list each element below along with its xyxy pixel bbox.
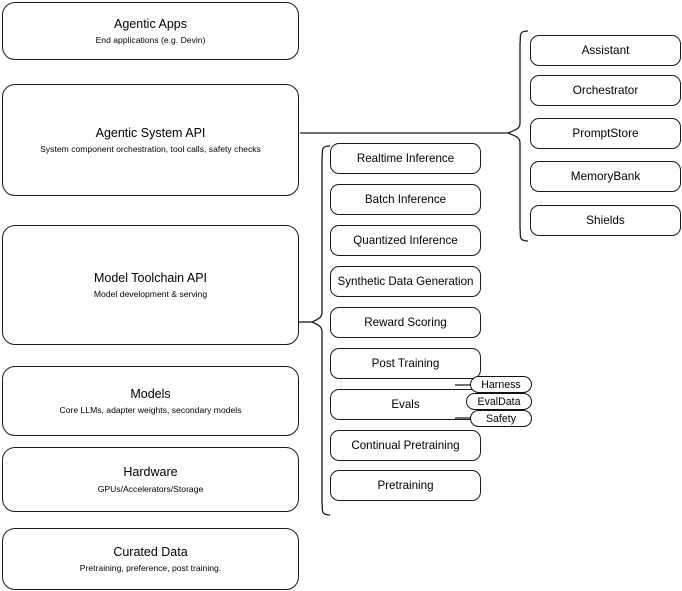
capability-continual-pretraining[interactable]: Continual Pretraining xyxy=(330,430,481,461)
evals-badge-label: Harness xyxy=(481,378,521,391)
evals-badge-label: Safety xyxy=(485,412,517,425)
stack-layer-title: Agentic Apps xyxy=(114,16,187,31)
stack-layer-subtitle: Pretraining, preference, post training. xyxy=(79,563,222,574)
capability-label: Pretraining xyxy=(377,478,434,492)
component-memorybank[interactable]: MemoryBank xyxy=(530,161,681,192)
capability-evals[interactable]: Evals xyxy=(330,389,481,420)
capability-post-training[interactable]: Post Training xyxy=(330,348,481,379)
component-promptstore[interactable]: PromptStore xyxy=(530,118,681,149)
stack-layer-subtitle: Model development & serving xyxy=(93,289,208,300)
stack-layer-title: Agentic System API xyxy=(95,125,206,140)
evals-badge-safety[interactable]: Safety xyxy=(470,410,532,427)
component-shields[interactable]: Shields xyxy=(530,205,681,236)
component-orchestrator[interactable]: Orchestrator xyxy=(530,75,681,106)
capability-label: Reward Scoring xyxy=(364,315,447,329)
capability-pretraining[interactable]: Pretraining xyxy=(330,470,481,501)
capability-label: Post Training xyxy=(371,356,440,370)
component-label: Shields xyxy=(586,212,625,227)
component-label: Orchestrator xyxy=(572,82,639,97)
brace-agentic-system-components xyxy=(506,30,529,242)
stack-layer-agentic-apps[interactable]: Agentic Apps End applications (e.g. Devi… xyxy=(2,2,299,60)
capability-label: Batch Inference xyxy=(364,192,447,206)
capability-synthetic-data-generation[interactable]: Synthetic Data Generation xyxy=(330,266,481,297)
capability-label: Quantized Inference xyxy=(353,233,458,247)
component-label: MemoryBank xyxy=(570,168,641,183)
capability-realtime-inference[interactable]: Realtime Inference xyxy=(330,143,481,174)
stack-layer-title: Hardware xyxy=(123,465,178,480)
brace-toolchain-capabilities xyxy=(310,145,331,516)
capability-label: Continual Pretraining xyxy=(351,438,460,452)
evals-badge-harness[interactable]: Harness xyxy=(470,376,532,393)
stack-layer-hardware[interactable]: Hardware GPUs/Accelerators/Storage xyxy=(2,447,299,512)
capability-label: Synthetic Data Generation xyxy=(337,274,474,288)
capability-reward-scoring[interactable]: Reward Scoring xyxy=(330,307,481,338)
stack-layer-subtitle: Core LLMs, adapter weights, secondary mo… xyxy=(59,405,242,416)
evals-badge-evaldata[interactable]: EvalData xyxy=(466,393,532,410)
stack-layer-title: Model Toolchain API xyxy=(93,270,208,285)
stack-layer-agentic-system-api[interactable]: Agentic System API System component orch… xyxy=(2,84,299,196)
stack-layer-title: Models xyxy=(130,386,171,401)
stack-layer-model-toolchain-api[interactable]: Model Toolchain API Model development & … xyxy=(2,225,299,345)
component-label: Assistant xyxy=(581,42,630,57)
capability-label: Evals xyxy=(391,397,420,411)
component-label: PromptStore xyxy=(572,125,639,140)
capability-batch-inference[interactable]: Batch Inference xyxy=(330,184,481,215)
evals-badge-label: EvalData xyxy=(477,395,521,408)
stack-layer-subtitle: System component orchestration, tool cal… xyxy=(40,144,261,155)
component-assistant[interactable]: Assistant xyxy=(530,35,681,66)
capability-quantized-inference[interactable]: Quantized Inference xyxy=(330,225,481,256)
capability-label: Realtime Inference xyxy=(356,151,455,165)
stack-layer-models[interactable]: Models Core LLMs, adapter weights, secon… xyxy=(2,366,299,436)
stack-layer-curated-data[interactable]: Curated Data Pretraining, preference, po… xyxy=(2,528,299,590)
stack-layer-title: Curated Data xyxy=(113,544,188,559)
stack-layer-subtitle: GPUs/Accelerators/Storage xyxy=(97,483,204,494)
stack-layer-subtitle: End applications (e.g. Devin) xyxy=(95,35,206,46)
